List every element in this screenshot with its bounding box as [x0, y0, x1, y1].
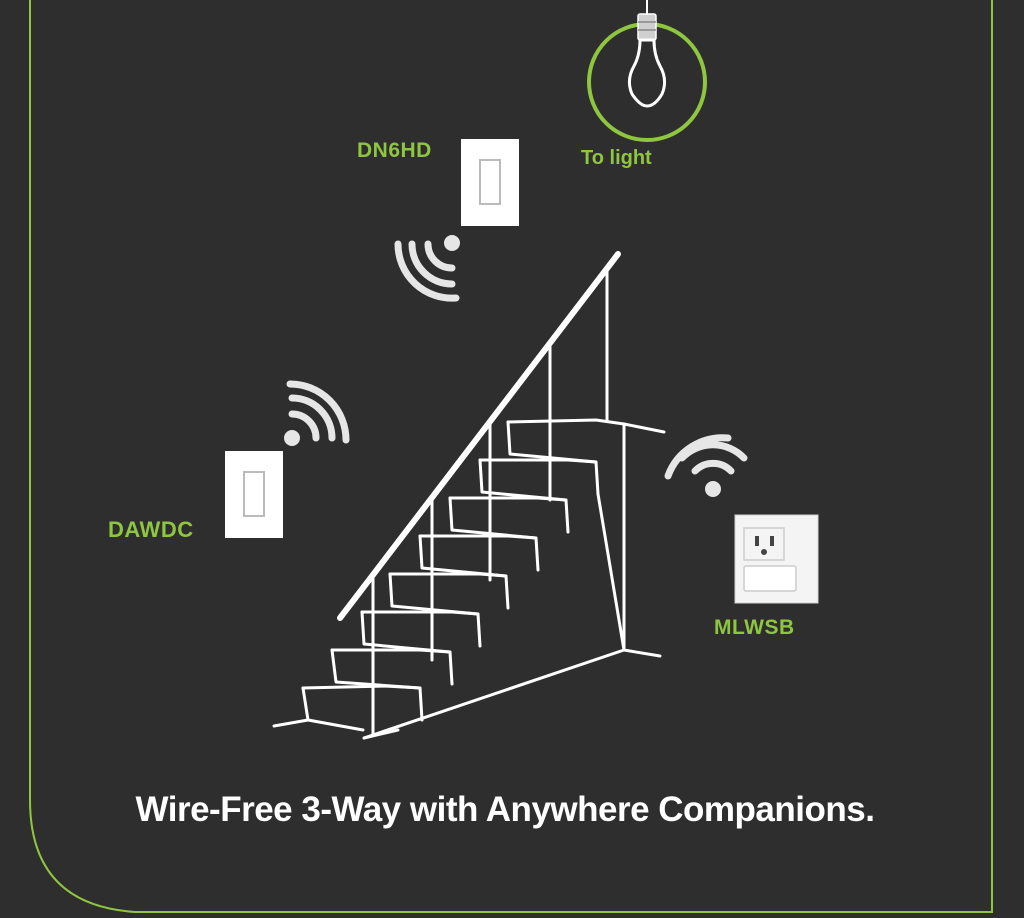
wifi-signal-icon	[664, 434, 748, 497]
dn6hd-label: DN6HD	[357, 139, 432, 162]
wall-switch-icon	[225, 451, 283, 538]
mlwsb-label: MLWSB	[714, 616, 795, 639]
caption: Wire-Free 3-Way with Anywhere Companions…	[135, 790, 875, 829]
dawdc-label: DAWDC	[108, 517, 194, 542]
to-light-label: To light	[581, 147, 652, 169]
wall-switch-icon	[461, 139, 519, 226]
staircase-illustration	[272, 251, 666, 740]
light-bulb-icon	[587, 0, 707, 142]
panel-border	[29, 0, 993, 913]
wifi-signal-icon	[394, 235, 460, 302]
wifi-signal-icon	[284, 380, 350, 446]
outlet-icon	[734, 514, 819, 604]
